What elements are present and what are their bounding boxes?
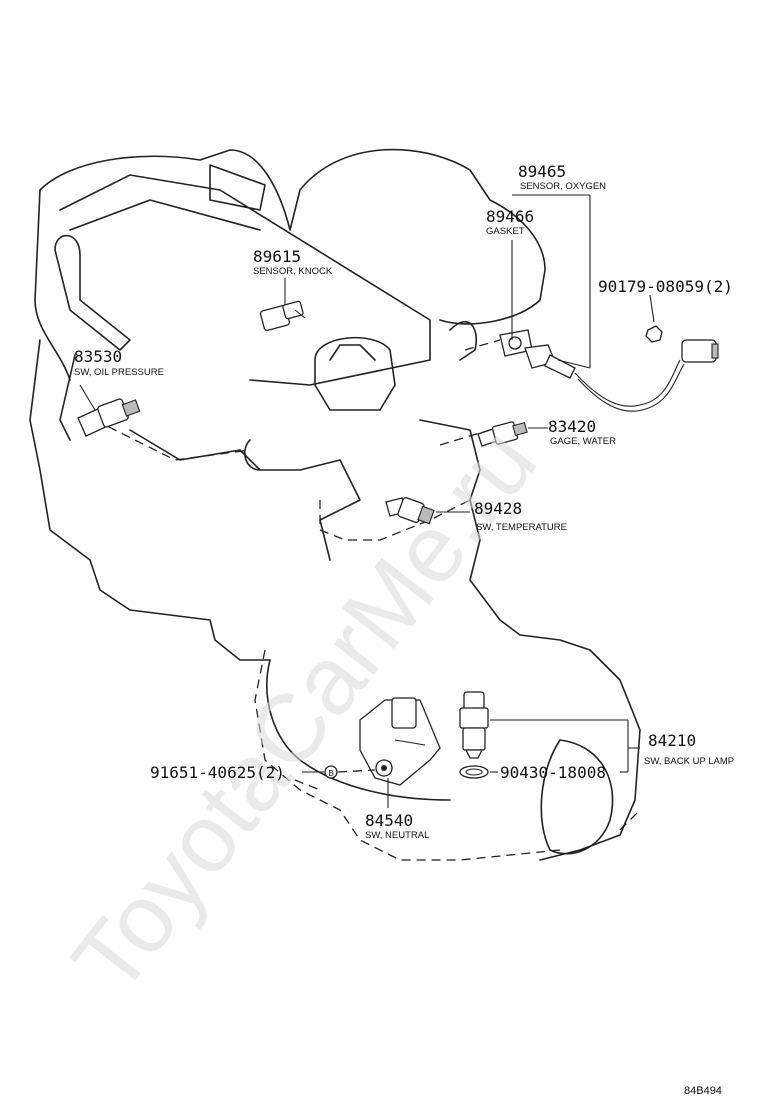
- part-number-89428[interactable]: 89428: [474, 499, 522, 518]
- part-number-89466[interactable]: 89466: [486, 207, 534, 226]
- part-name-84210: SW, BACK UP LAMP: [644, 756, 734, 767]
- oxygen-sensor-drawing: [499, 325, 719, 412]
- part-number-91651[interactable]: 91651-40625(2): [150, 763, 285, 782]
- leader-lines: [79, 194, 655, 808]
- part-number-89465[interactable]: 89465: [518, 162, 566, 181]
- part-name-83530: SW, OIL PRESSURE: [74, 367, 164, 378]
- backup-lamp-switch-drawing: [459, 691, 489, 779]
- part-name-83420: GAGE, WATER: [550, 436, 616, 447]
- bolt-icon: B: [324, 765, 376, 779]
- water-gage-drawing: [477, 421, 528, 447]
- part-name-89466: GASKET: [486, 226, 525, 237]
- part-number-83420[interactable]: 83420: [548, 417, 596, 436]
- oil-pressure-switch-drawing: [77, 398, 141, 437]
- part-number-89615[interactable]: 89615: [253, 247, 301, 266]
- engine-outline: [29, 148, 641, 861]
- part-number-90179[interactable]: 90179-08059(2): [598, 277, 733, 296]
- part-number-84210[interactable]: 84210: [648, 731, 696, 750]
- part-number-84540[interactable]: 84540: [365, 811, 413, 830]
- diagram-code: 84B494: [684, 1085, 722, 1097]
- neutral-switch-drawing: [359, 697, 441, 786]
- knock-sensor-drawing: [259, 300, 306, 331]
- part-name-89428: SW, TEMPERATURE: [476, 522, 567, 533]
- temperature-switch-drawing: [385, 497, 435, 525]
- part-name-89615: SENSOR, KNOCK: [253, 266, 333, 277]
- part-name-84540: SW, NEUTRAL: [365, 830, 429, 841]
- dashed-outlines: [94, 339, 641, 861]
- part-number-83530[interactable]: 83530: [74, 347, 122, 366]
- part-name-89465: SENSOR, OXYGEN: [520, 181, 606, 192]
- svg-text:B: B: [328, 769, 333, 778]
- part-number-90430[interactable]: 90430-18008: [500, 763, 606, 782]
